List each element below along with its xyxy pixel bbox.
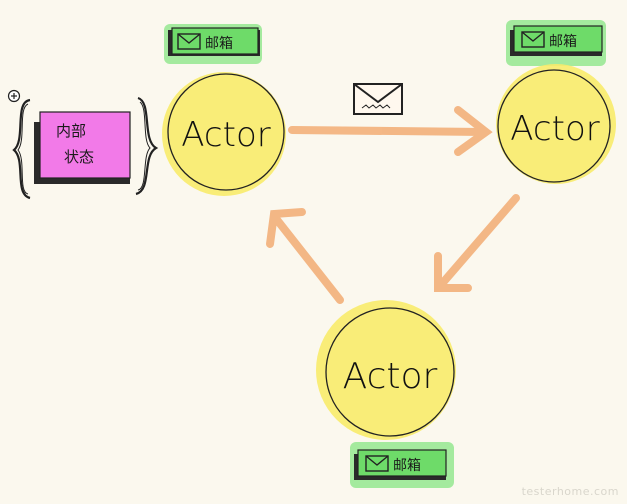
arrow-right-to-bottom: [434, 194, 520, 292]
mailbox-label: 邮箱: [393, 458, 421, 474]
actor-label: Actor: [343, 356, 438, 397]
arrow-bottom-to-left: [266, 208, 344, 304]
envelope-icon: [365, 455, 389, 472]
mailbox-actor-right: 邮箱: [506, 20, 606, 66]
state-label-line2: 状态: [64, 148, 94, 166]
actor-label: Actor: [510, 109, 599, 149]
actor-label: Actor: [181, 115, 270, 155]
envelope-icon: [521, 31, 545, 48]
zoom-in-icon[interactable]: [7, 89, 21, 103]
actor-bottom: Actor: [316, 300, 456, 440]
actor-left: Actor: [162, 72, 286, 196]
mailbox-actor-left: 邮箱: [164, 24, 262, 64]
arrow-left-to-right: [288, 106, 493, 156]
mailbox-label: 邮箱: [205, 36, 233, 52]
mailbox-actor-bottom: 邮箱: [350, 442, 454, 488]
internal-state-block: 内部 状态: [12, 96, 159, 200]
mailbox-label: 邮箱: [549, 34, 577, 50]
watermark: testerhome.com: [521, 485, 619, 498]
state-label-line1: 内部: [56, 122, 86, 140]
message-envelope-icon: [353, 83, 403, 115]
actor-right: Actor: [496, 64, 616, 184]
envelope-icon: [177, 33, 201, 50]
